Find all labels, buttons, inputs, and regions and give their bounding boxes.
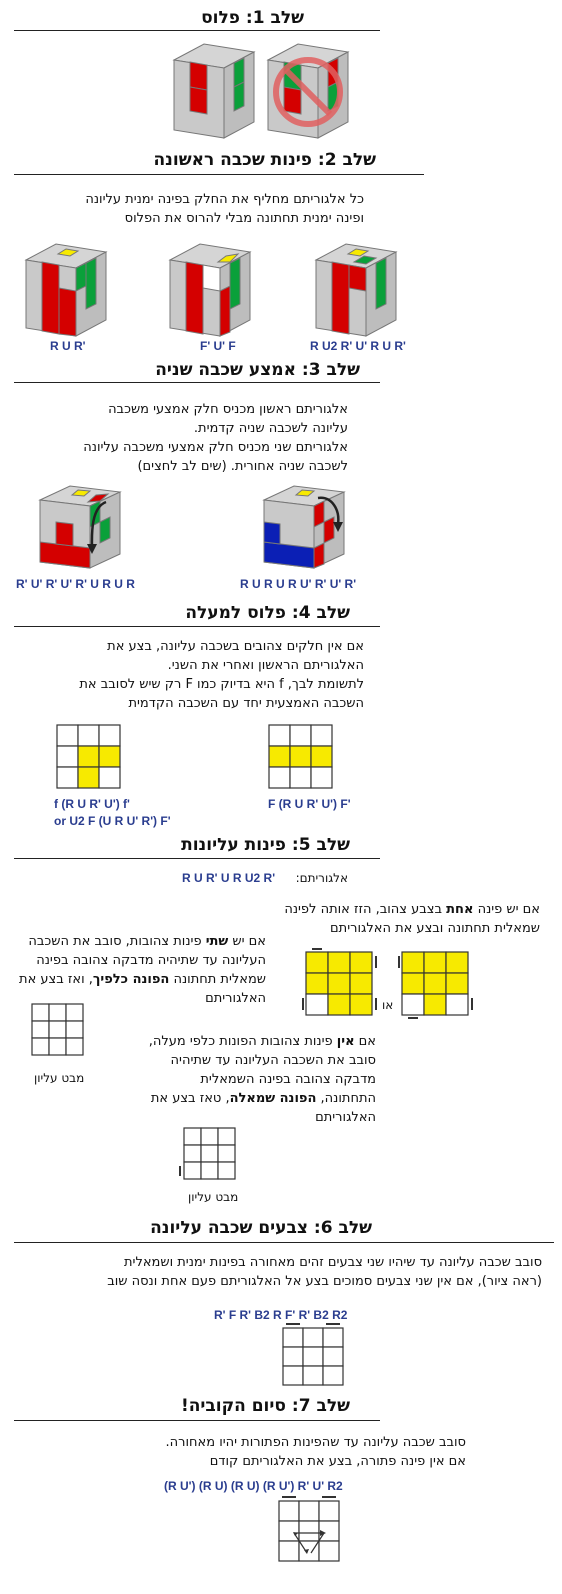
step6-text-2: (ראה ציור), אם אין שני צבעים סמוכים בצע … xyxy=(107,1274,542,1289)
step5-p3-bold-2: הפונה שמאלה xyxy=(229,1091,317,1106)
step2-alg-1: R U R' xyxy=(50,339,86,353)
step4-alg-right: F (R U R' U') F' xyxy=(268,797,351,811)
step5-p3-bold: אין xyxy=(336,1034,355,1049)
grid-top-view-2 xyxy=(179,1127,236,1180)
step7-rule xyxy=(14,1420,380,1421)
step5-rule xyxy=(14,858,380,859)
step5-p1-line1: אם יש פינה אחת בצבע צהוב, הזז אותה לפינה xyxy=(284,900,540,919)
cube-corner-2 xyxy=(168,243,252,337)
step7-alg: (R U') (R U) (R U) (R U') R' U' R2 xyxy=(164,1479,343,1493)
grid-one-corner-b xyxy=(398,951,473,1019)
step5-or-label: או xyxy=(382,998,394,1012)
top-view-label-2: מבט עליון xyxy=(188,1190,239,1204)
step5-p3-line4-rest: , טאז בצע את xyxy=(150,1091,230,1106)
step5-p2-line1: אם יש שתי פינות צהובות, סובב את השכבה xyxy=(28,932,266,951)
step5-p3-line1: אם אין פינות צהובות הפונות כלפי מעלה, xyxy=(149,1032,376,1051)
step7-text-2: אם אין פינה פתורה, בצע את האלגוריתם קודם xyxy=(209,1454,466,1469)
step5-p2-bold-2: הפונה כלפיך xyxy=(92,972,170,987)
cube-plus-correct xyxy=(172,43,256,139)
step5-p2-bold: שתי xyxy=(205,934,229,949)
step5-p2-line3-rest: , ואז בצע את xyxy=(19,972,93,987)
step7-text-1: סובב שכבה עליונה עד שהפינות הפתורות יהיו… xyxy=(165,1435,466,1450)
cube-corner-3 xyxy=(314,243,398,337)
step4-text-2: האלגוריתם הראשון ואחרי את השני. xyxy=(167,658,364,673)
step2-alg-2: F' U' F xyxy=(200,339,236,353)
cube-corner-1 xyxy=(24,243,108,337)
step4-alg-left-1: f (R U R' U') f' xyxy=(54,797,130,811)
step6-rule xyxy=(14,1242,554,1243)
step2-rule xyxy=(14,174,424,175)
step5-p2-line2: העליונה עד שתיהיה מדבקה צהובה בפינה xyxy=(36,953,266,968)
step7-title: שלב 7: סיום הקוביה! xyxy=(180,1396,350,1416)
step5-p3-line1-rest: פינות צהובות הפונות כלפי מעלה, xyxy=(148,1034,337,1049)
step4-alg-left-2: or U2 F (U R U' R') F' xyxy=(54,814,171,828)
grid-l-shape xyxy=(56,724,121,789)
step5-p2-line4: האלגוריתם xyxy=(205,991,266,1006)
step5-p1-bold: אחת xyxy=(446,902,474,917)
grid-corner-cycle xyxy=(278,1496,340,1562)
step5-title: שלב 5: פינות עליונות xyxy=(181,835,350,855)
grid-top-view-1 xyxy=(31,1003,84,1056)
step5-alg-label: אלגוריתם: xyxy=(295,871,348,885)
step5-p2-line1-rest: פינות צהובות, סובב את השכבה xyxy=(28,934,206,949)
step5-p1-line1-rest: בצבע צהוב, הזז אותה לפינה xyxy=(284,902,447,917)
top-view-label-1: מבט עליון xyxy=(34,1071,85,1085)
step2-text-2: ופינה ימנית תחתונה מבלי להרוס את הפלוס xyxy=(124,211,364,226)
step5-p3-line2: סובב את השכבה העליונה עד שתיהיה xyxy=(170,1053,376,1068)
step3-alg-2: R U R U R U' R' U' R' xyxy=(240,577,357,591)
step2-text-1: כל אלגוריתם מחליף את החלק בפינה ימנית על… xyxy=(85,192,364,207)
step5-p3-line3: מדבקה צהובה בפינה השמאלית xyxy=(200,1072,376,1087)
step6-text-1: סובב שכבה עליונה עד שיהיו שני צבעים זהים… xyxy=(124,1255,542,1270)
grid-line-shape xyxy=(268,724,333,789)
step4-title: שלב 4: פלוס למעלה xyxy=(185,603,350,623)
step2-alg-3: R U2 R' U' R U R' xyxy=(310,339,406,353)
step3-rule xyxy=(14,382,380,383)
step5-p1-line1-text: אם יש פינה xyxy=(473,902,540,917)
step3-title: שלב 3: אמצע שכבה שניה xyxy=(155,360,360,380)
step3-alg-1: R' U' R' U' R' U R U R xyxy=(16,577,135,591)
step5-p3-line5: האלגוריתם xyxy=(315,1110,376,1125)
step4-text-3: לתשומת לבך, f היא בדיוק כמו F רק שיש לסו… xyxy=(79,677,364,692)
step2-title: שלב 2: פינות שכבה ראשונה xyxy=(153,150,377,170)
step3-text-1: אלגוריתם ראשון מכניס חלק אמצעי משכבה xyxy=(108,402,348,417)
cube-middle-front xyxy=(38,485,122,569)
step1-rule xyxy=(14,30,380,31)
step4-text-1: אם אין חלקים צהובים בשכבה עליונה, בצע את xyxy=(107,639,364,654)
cube-plus-wrong xyxy=(266,43,350,139)
step1-title: שלב 1: פלוס xyxy=(201,8,304,28)
step3-text-2: עליונה לשכבה שניה קדמית. xyxy=(193,421,348,436)
step5-p2-line1-text: אם יש xyxy=(228,934,266,949)
step4-rule xyxy=(14,626,380,627)
step5-p3-line4-text: התחתונה, xyxy=(316,1091,376,1106)
step3-text-4: לשכבה שניה אחורית. (שים לב לחצים) xyxy=(137,459,348,474)
step5-alg: R U R' U R U2 R' xyxy=(182,871,276,885)
grid-one-corner-a xyxy=(302,948,377,1016)
cube-middle-back xyxy=(262,485,346,569)
step5-p2-line3-text: שמאלית תחתונה xyxy=(169,972,266,987)
step5-p3-line1-text: אם xyxy=(354,1034,376,1049)
step3-text-3: אלגוריתם שני מכניס חלק אמצעי משכבה עליונ… xyxy=(83,440,348,455)
grid-headlights xyxy=(282,1323,344,1386)
step5-p3-line4: התחתונה, הפונה שמאלה, טאז בצע את xyxy=(151,1089,376,1108)
step5-p1-line2: שמאלית תחתונה ובצע את האלגוריתם xyxy=(330,921,540,936)
step6-alg: R' F R' B2 R F' R' B2 R2 xyxy=(214,1308,348,1322)
step5-p2-line3: שמאלית תחתונה הפונה כלפיך, ואז בצע את xyxy=(19,970,266,989)
step4-text-4: השכבה האמצעית יחד עם השכבה הקדמית xyxy=(128,696,364,711)
step6-title: שלב 6: צבעים שכבה עליונה xyxy=(150,1218,372,1238)
